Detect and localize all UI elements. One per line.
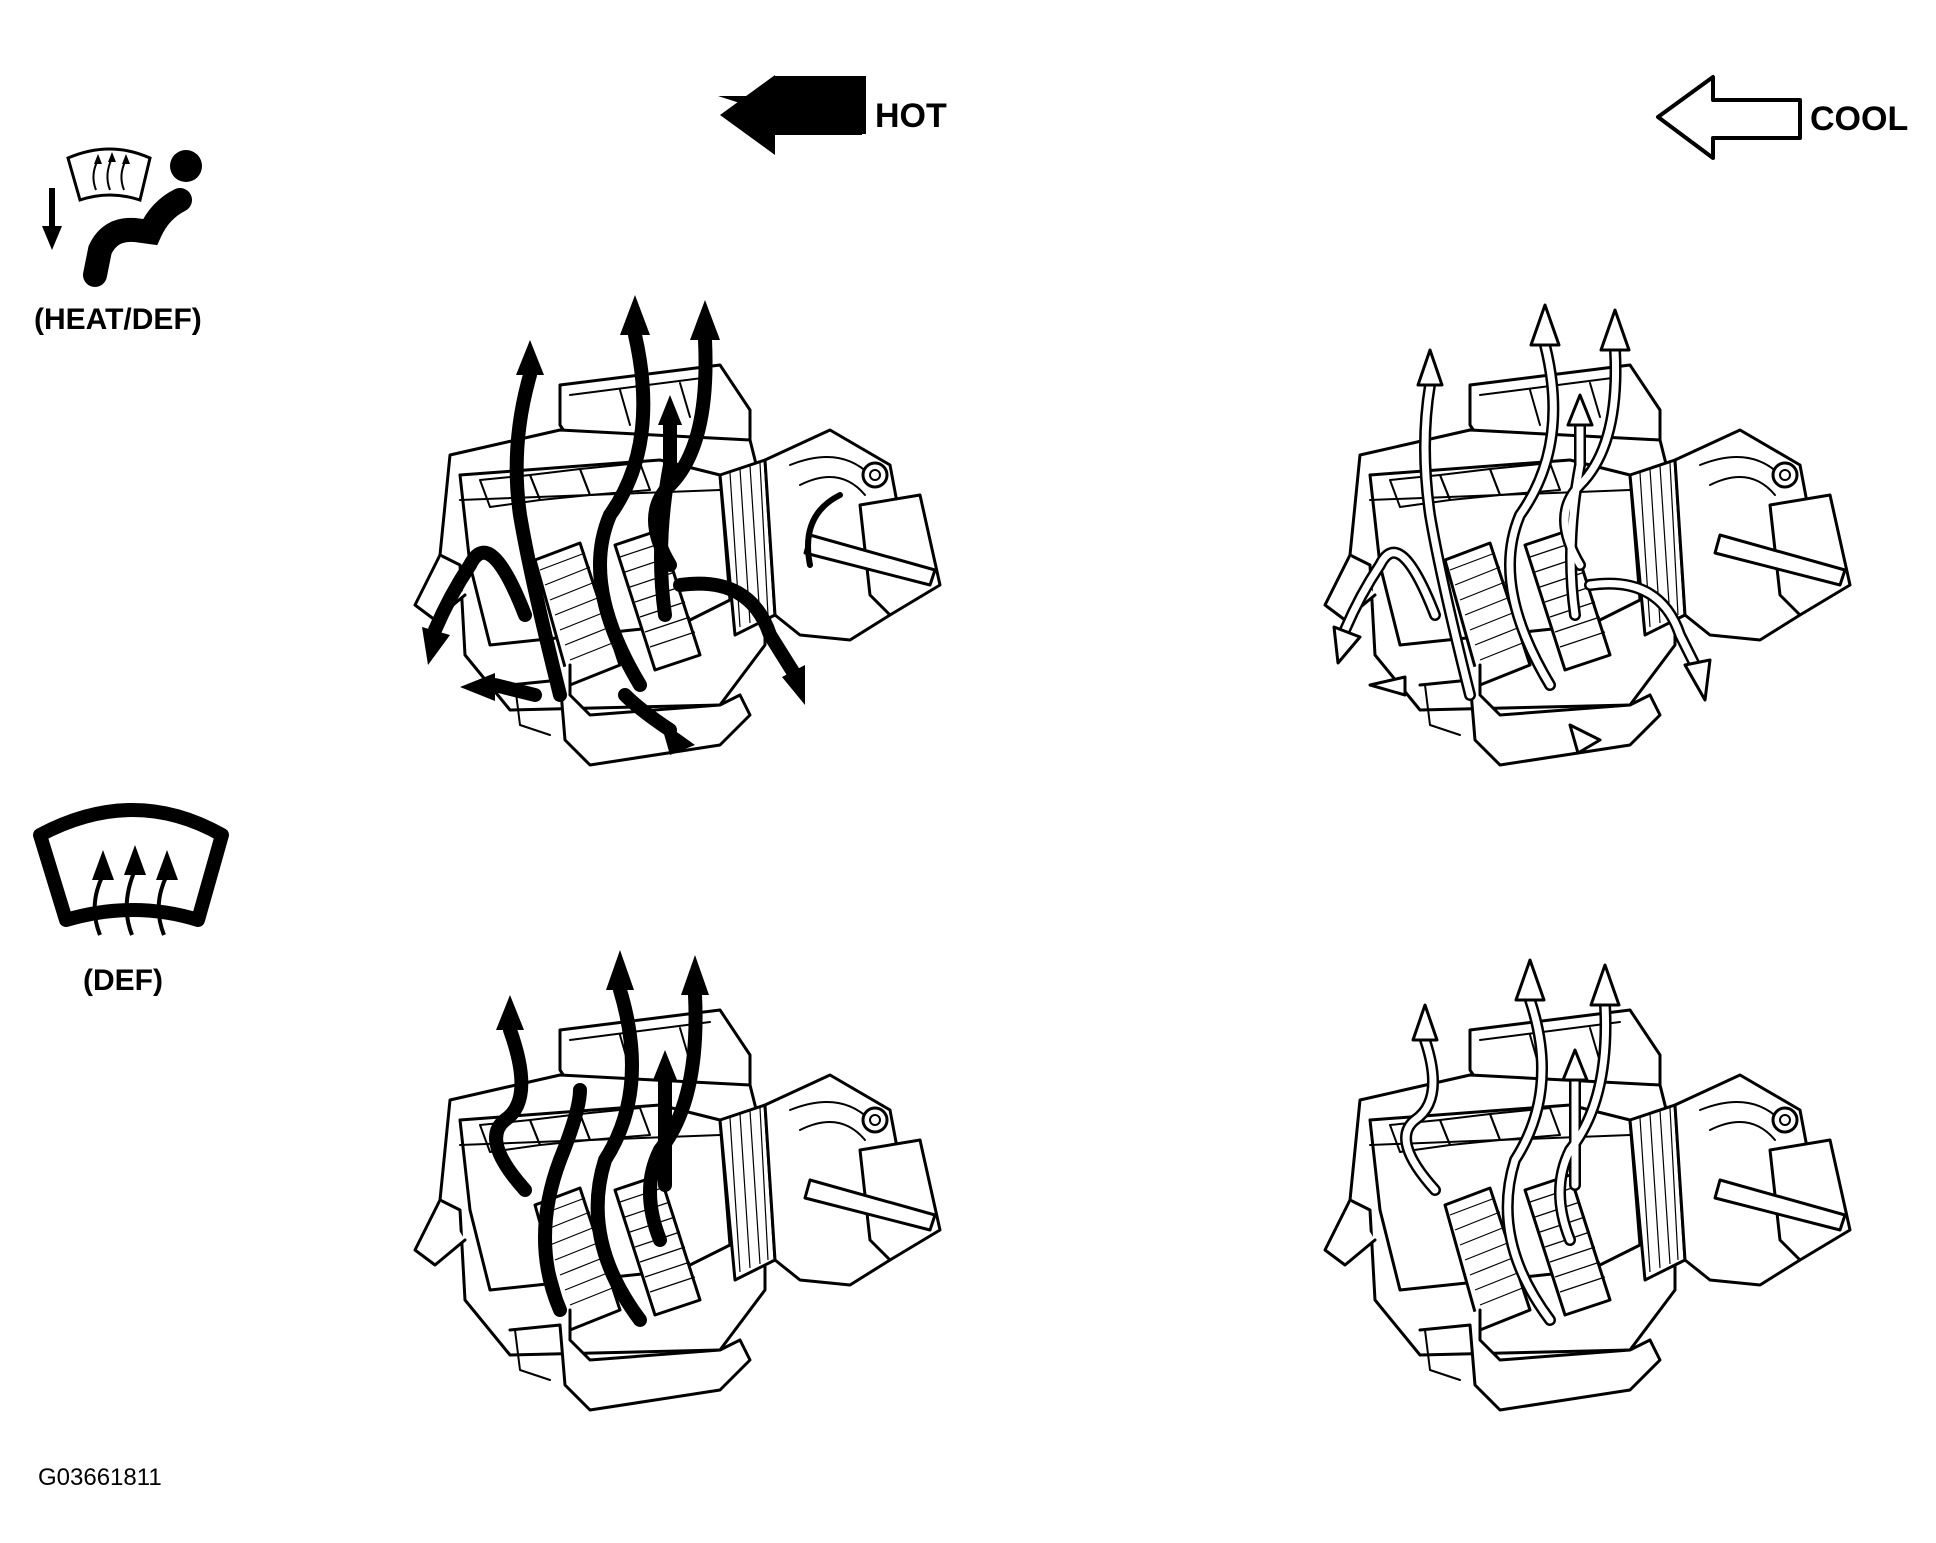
hot-label: HOT xyxy=(875,97,947,135)
hot-arrow-icon xyxy=(718,75,866,155)
hvac-unit-hot-def xyxy=(413,950,942,1412)
cool-label: COOL xyxy=(1810,100,1908,138)
windshield-and-seated-occupant-icon xyxy=(42,147,202,287)
cool-arrow-icon xyxy=(1656,75,1802,160)
figure-code: G03661811 xyxy=(38,1464,162,1491)
mode-label-def: (DEF) xyxy=(83,964,163,997)
mode-label-heat-def: (HEAT/DEF) xyxy=(34,303,202,336)
hvac-unit-hot-heat-def xyxy=(413,295,942,767)
hvac-unit-cool-def xyxy=(1323,960,1852,1412)
windshield-defrost-icon xyxy=(33,803,229,936)
hvac-unit-cool-heat-def xyxy=(1323,305,1852,767)
